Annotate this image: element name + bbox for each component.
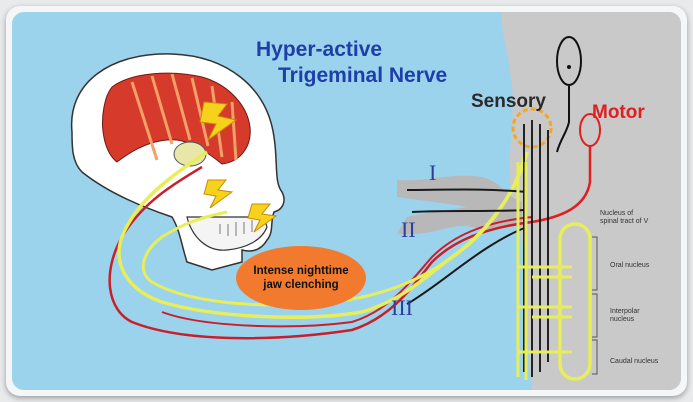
spinal-tract-nucleus-label: Nucleus of spinal tract of V xyxy=(600,210,650,226)
title-line-2: Trigeminal Nerve xyxy=(278,64,447,88)
jaw-clenching-line-2: jaw clenching xyxy=(240,278,362,292)
branch-3-label: III xyxy=(391,295,413,321)
jaw-clenching-line-1: Intense nighttime xyxy=(240,264,362,278)
diagram-canvas: Hyper-active Trigeminal Nerve Sensory Mo… xyxy=(12,12,681,390)
jaw-clenching-label: Intense nighttime jaw clenching xyxy=(240,264,362,292)
caudal-nucleus-label: Caudal nucleus xyxy=(610,358,660,366)
motor-cortex-dot xyxy=(567,65,571,69)
motor-label: Motor xyxy=(592,102,645,124)
branch-1-label: I xyxy=(429,160,436,186)
branch-2-label: II xyxy=(401,217,416,243)
title-line-1: Hyper-active xyxy=(256,38,382,62)
interpolar-nucleus-label: Interpolar nucleus xyxy=(610,308,660,324)
oral-nucleus-label: Oral nucleus xyxy=(610,262,660,270)
sensory-label: Sensory xyxy=(471,91,546,113)
